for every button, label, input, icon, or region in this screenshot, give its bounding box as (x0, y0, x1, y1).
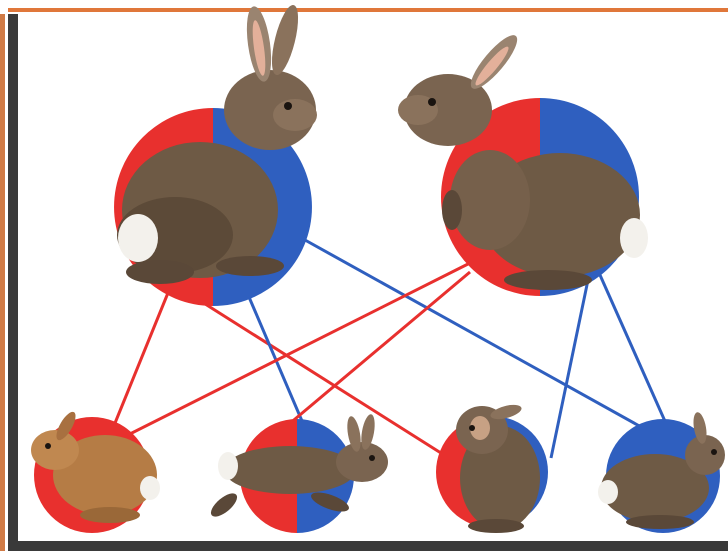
offspring-4 (598, 411, 725, 533)
parent-right (398, 30, 648, 296)
offspring-3 (436, 402, 548, 533)
line-pl-red-o1 (113, 283, 172, 428)
line-pl-blue-o2 (246, 290, 305, 428)
parent-left (114, 3, 317, 306)
offspring-2 (207, 413, 388, 533)
line-pr-blue-o4 (600, 275, 668, 428)
line-pr-red-o2 (282, 272, 470, 430)
line-pr-blue-o3 (551, 280, 588, 458)
